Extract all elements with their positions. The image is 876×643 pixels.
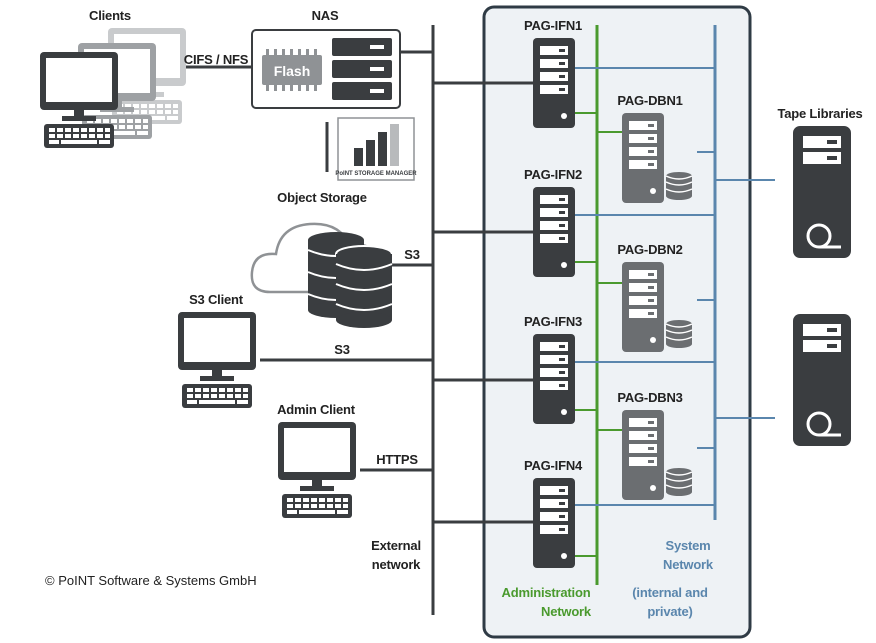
nas-label: NAS bbox=[311, 8, 339, 23]
tape-library-2-icon bbox=[791, 312, 853, 448]
external-links bbox=[182, 50, 533, 524]
ifn2-label: PAG-IFN2 bbox=[523, 167, 583, 182]
dbn1-label: PAG-DBN1 bbox=[617, 93, 683, 108]
object-storage-label: Object Storage bbox=[277, 190, 367, 205]
nas-icon: Flash bbox=[251, 29, 401, 109]
system-network-label-4: private) bbox=[647, 604, 693, 619]
admin-network-label-2: Network bbox=[541, 604, 591, 619]
server-dbn2-icon bbox=[622, 262, 664, 352]
flash-label: Flash bbox=[274, 63, 311, 79]
server-dbn3-icon bbox=[622, 410, 664, 500]
server-ifn1-icon bbox=[533, 38, 575, 128]
s3-client-label: S3 Client bbox=[189, 292, 243, 307]
dbn2-label: PAG-DBN2 bbox=[617, 242, 683, 257]
s3-client-protocol-label: S3 bbox=[334, 342, 350, 357]
db-dbn2-icon bbox=[665, 319, 693, 349]
ifn1-label: PAG-IFN1 bbox=[523, 18, 583, 33]
s3-client-icon bbox=[178, 312, 256, 408]
db-dbn3-icon bbox=[665, 467, 693, 497]
server-ifn4-icon bbox=[533, 478, 575, 568]
system-network-label-1: System bbox=[665, 538, 711, 553]
admin-network-label-1: Administration bbox=[501, 585, 591, 600]
admin-links bbox=[575, 112, 622, 557]
admin-client-label: Admin Client bbox=[277, 402, 355, 417]
dbn3-label: PAG-DBN3 bbox=[617, 390, 683, 405]
cifs-nfs-label: CIFS / NFS bbox=[183, 52, 249, 67]
server-dbn1-icon bbox=[622, 113, 664, 203]
clients-icon bbox=[40, 28, 186, 148]
ifn4-label: PAG-IFN4 bbox=[523, 458, 583, 473]
admin-client-icon bbox=[278, 422, 356, 518]
clients-label: Clients bbox=[89, 8, 131, 23]
tape-libraries-label: Tape Libraries bbox=[777, 106, 863, 121]
object-storage-s3-label: S3 bbox=[404, 247, 420, 262]
system-network-label-2: Network bbox=[663, 557, 713, 572]
server-ifn3-icon bbox=[533, 334, 575, 424]
storage-manager-logo: PoINT STORAGE MANAGER bbox=[335, 117, 417, 181]
ifn3-label: PAG-IFN3 bbox=[523, 314, 583, 329]
object-storage-icon bbox=[250, 222, 393, 328]
external-network-label-1: External bbox=[371, 538, 421, 553]
server-ifn2-icon bbox=[533, 187, 575, 277]
storage-manager-text: PoINT STORAGE MANAGER bbox=[335, 171, 417, 177]
https-label: HTTPS bbox=[376, 452, 418, 467]
system-links bbox=[575, 67, 775, 506]
db-dbn1-icon bbox=[665, 171, 693, 201]
copyright-text: © PoINT Software & Systems GmbH bbox=[45, 573, 257, 588]
system-network-label-3: (internal and bbox=[632, 585, 708, 600]
external-network-label-2: network bbox=[371, 557, 421, 572]
tape-library-1-icon bbox=[791, 124, 853, 260]
